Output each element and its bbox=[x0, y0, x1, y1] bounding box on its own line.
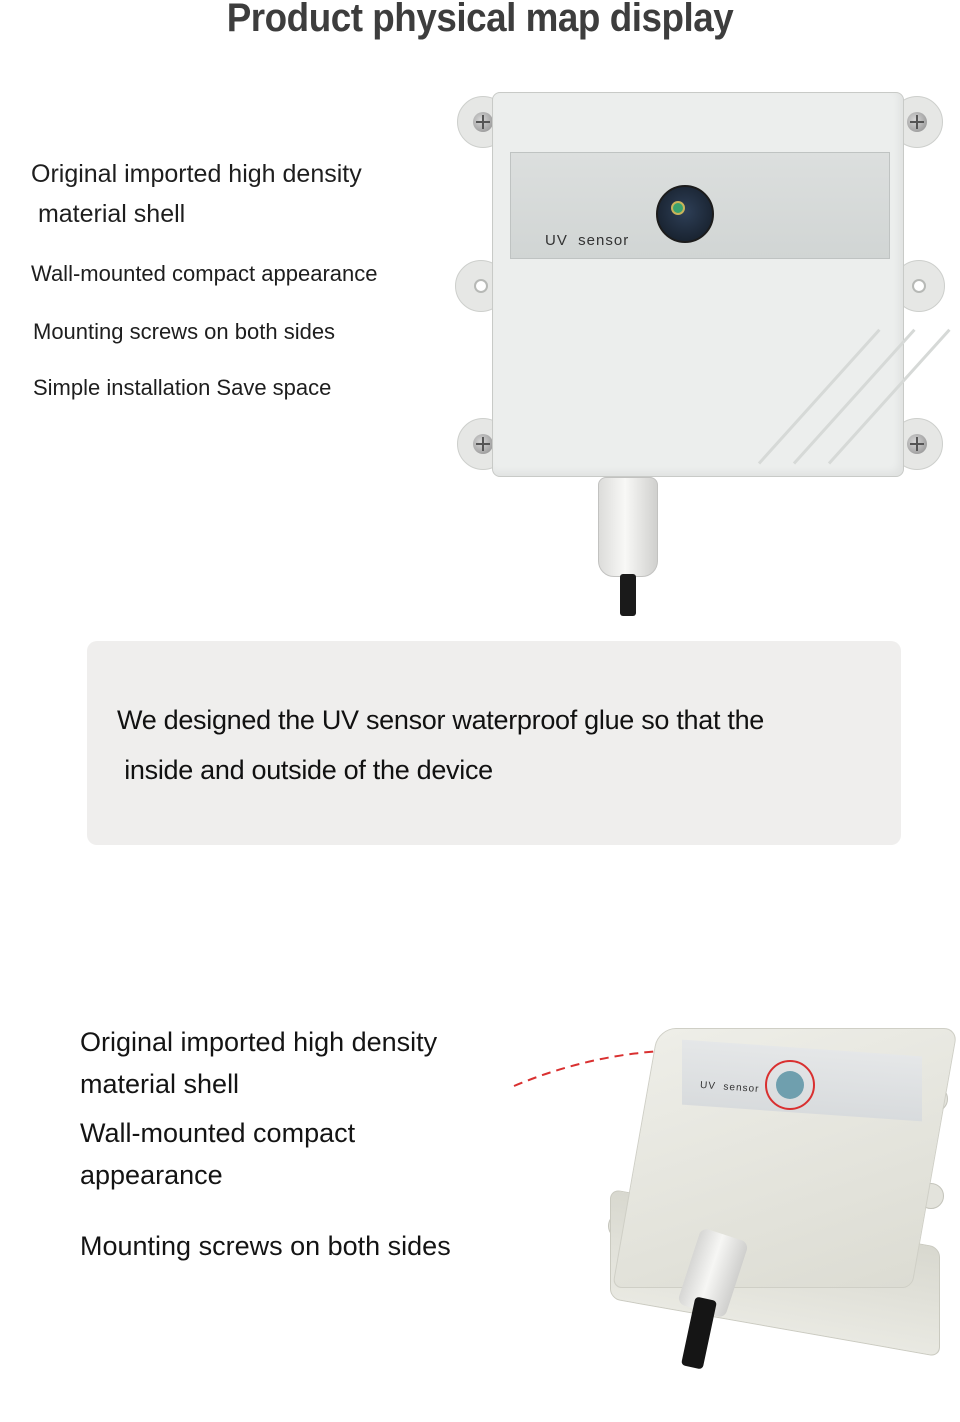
page-title: Product physical map display bbox=[226, 0, 734, 40]
sensor-led bbox=[671, 201, 685, 215]
screw-icon bbox=[907, 434, 927, 454]
mount-hole bbox=[912, 279, 926, 293]
feature-mounting-screws-2: Mounting screws on both sides bbox=[80, 1231, 451, 1261]
highlight-circle bbox=[765, 1060, 815, 1110]
uv-sensor-window bbox=[776, 1071, 804, 1099]
screw-icon bbox=[473, 434, 493, 454]
feature-material-shell-2: Original imported high density material … bbox=[80, 1027, 438, 1099]
uv-sensor-front-image: UV sensor bbox=[455, 88, 951, 618]
vent-stripes bbox=[757, 322, 951, 465]
cable bbox=[620, 574, 636, 616]
waterproof-note-text: We designed the UV sensor waterproof glu… bbox=[117, 705, 764, 785]
feature-simple-installation: Simple installation Save space bbox=[33, 375, 332, 400]
feature-wall-mounted: Wall-mounted compact appearance bbox=[31, 261, 378, 286]
screw-icon bbox=[907, 112, 927, 132]
uv-sensor-angled-image: UV sensor bbox=[600, 1018, 958, 1370]
screw-icon bbox=[473, 112, 493, 132]
sensor-label-panel: UV sensor bbox=[510, 152, 890, 259]
mount-hole bbox=[474, 279, 488, 293]
feature-mounting-screws: Mounting screws on both sides bbox=[33, 319, 336, 344]
feature-wall-mounted-2: Wall-mounted compact appearance bbox=[80, 1118, 356, 1190]
feature-material-shell: Original imported high density material … bbox=[31, 160, 362, 228]
waterproof-note-box: We designed the UV sensor waterproof glu… bbox=[87, 641, 901, 845]
cable-gland bbox=[598, 477, 658, 577]
device-label: UV sensor bbox=[545, 232, 630, 249]
uv-sensor-window bbox=[656, 185, 714, 243]
enclosure-body bbox=[492, 92, 951, 477]
